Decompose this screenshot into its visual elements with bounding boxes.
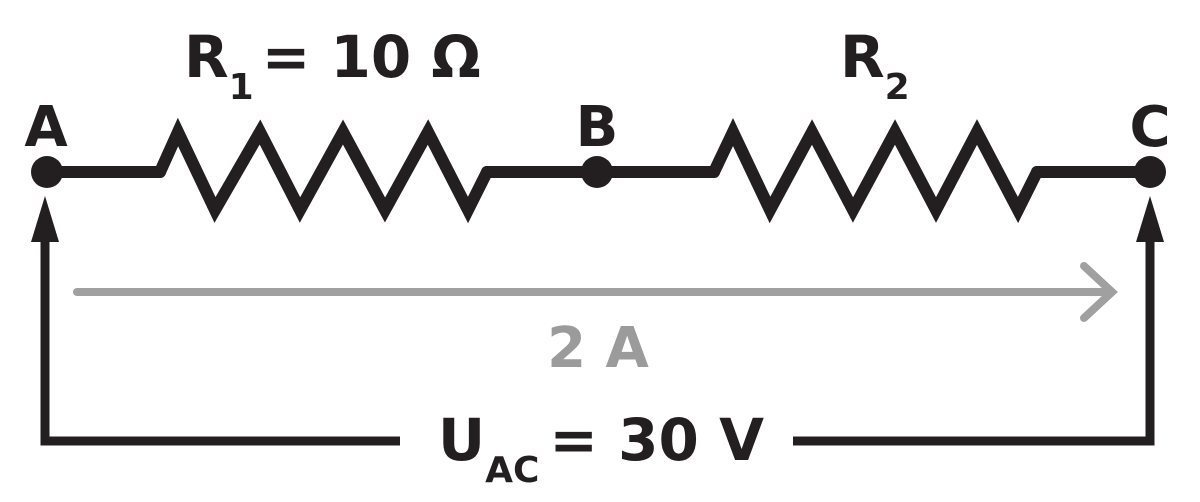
- resistor-r1-label: R1= 10 Ω: [184, 23, 481, 108]
- resistor-r1-value: = 10 Ω: [262, 23, 481, 91]
- voltage-label: UAC= 30 V: [438, 406, 764, 491]
- node-b-dot: [581, 156, 613, 188]
- node-a-label: A: [24, 95, 68, 160]
- voltage-value: = 30 V: [549, 406, 764, 474]
- resistor-r2-symbol: R: [840, 23, 885, 91]
- resistor-r2-zigzag: [708, 118, 1043, 224]
- voltage-subscript: AC: [485, 450, 539, 491]
- node-c-dot: [1134, 156, 1166, 188]
- resistor-r1-zigzag: [154, 117, 493, 224]
- voltage-bracket-left: [40, 236, 400, 446]
- resistor-r2-subscript: 2: [885, 67, 910, 108]
- voltage-bracket-right: [793, 236, 1155, 446]
- voltage-arrowhead-right: [1136, 196, 1164, 242]
- resistor-r2-label: R2: [840, 23, 910, 108]
- current-label: 2 A: [547, 316, 649, 381]
- current-arrow-head: [1080, 262, 1118, 322]
- node-a-dot: [31, 156, 63, 188]
- voltage-symbol: U: [438, 406, 485, 474]
- node-c-label: C: [1129, 95, 1170, 160]
- resistor-r1-symbol: R: [184, 23, 229, 91]
- voltage-arrowhead-left: [31, 196, 59, 242]
- resistor-r1-subscript: 1: [229, 67, 254, 108]
- node-b-label: B: [576, 95, 619, 160]
